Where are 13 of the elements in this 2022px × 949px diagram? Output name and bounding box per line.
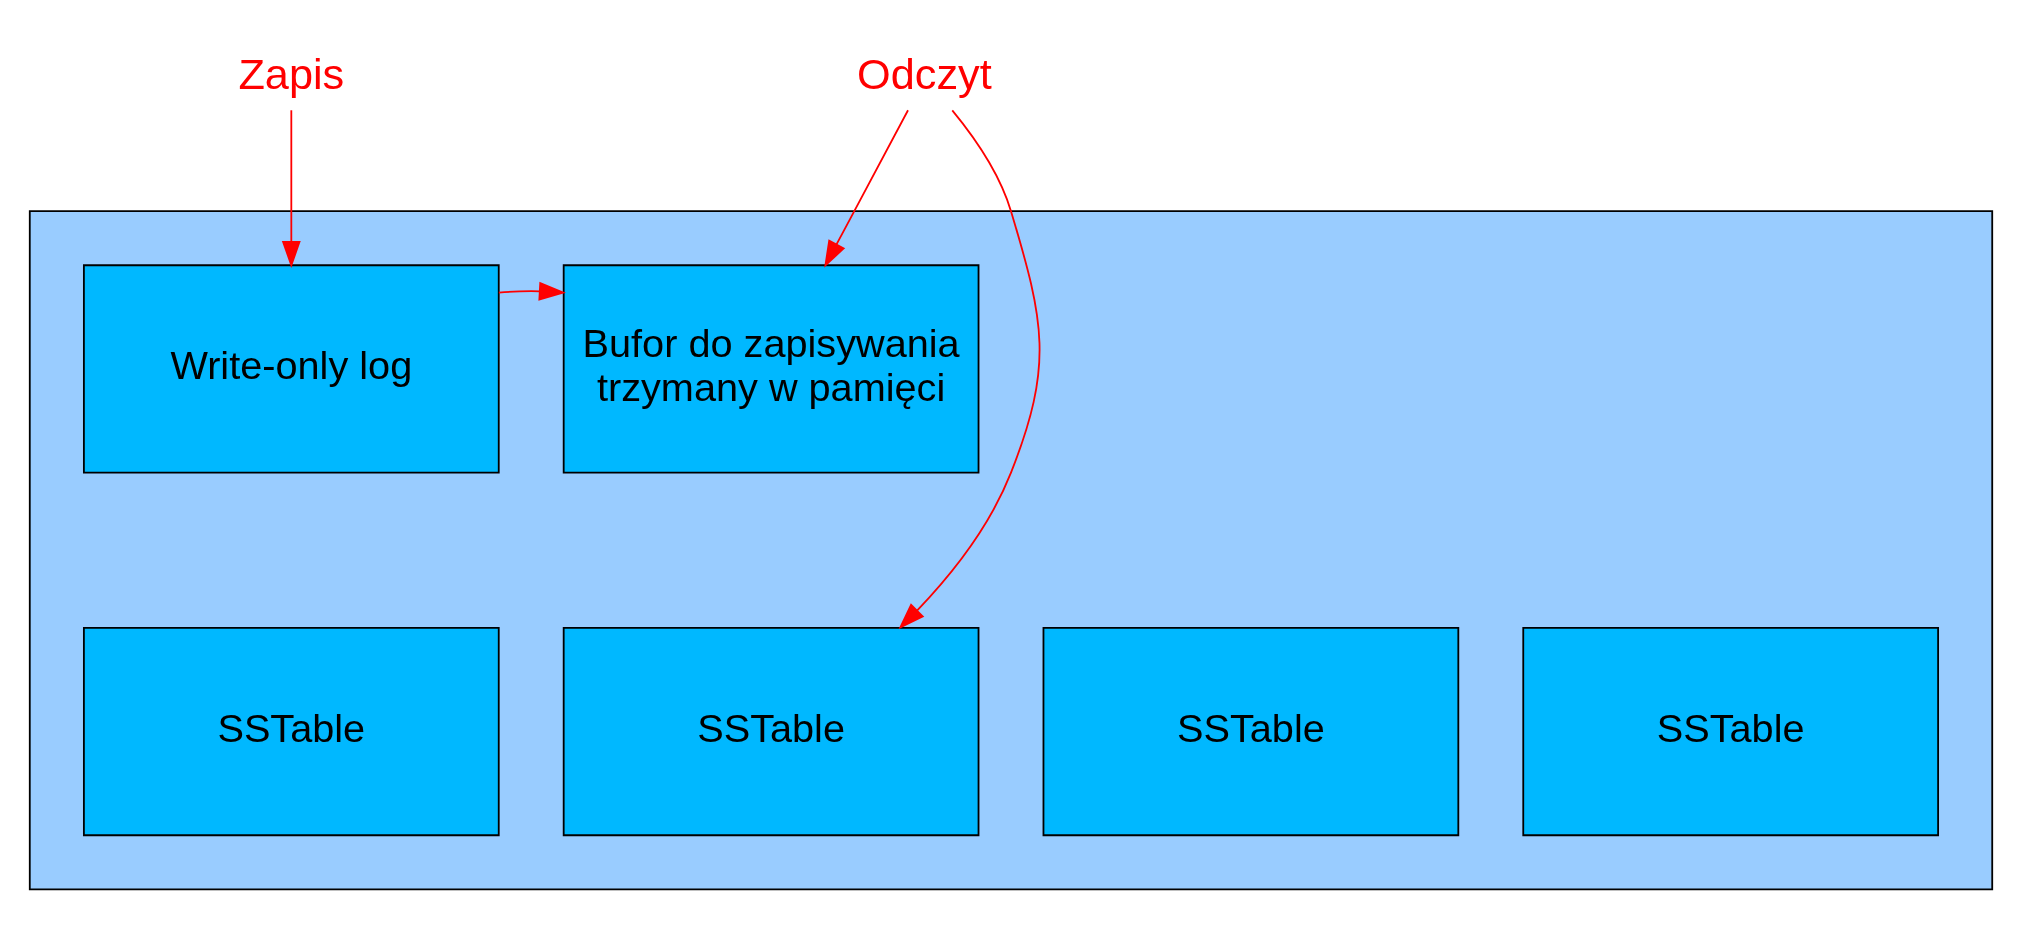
node-box: Write-only log (83, 264, 500, 474)
arrow (824, 109, 909, 268)
node-box: Bufor do zapisywania trzymany w pamięci (562, 264, 980, 474)
node-box: SSTable (1042, 626, 1460, 837)
node-text: Odczyt (857, 49, 992, 98)
node-text: Zapis (238, 49, 345, 98)
node-box: SSTable (562, 626, 980, 837)
node-box: SSTable (1522, 626, 1939, 837)
arrow (898, 109, 1041, 630)
arrow (281, 109, 301, 268)
node-box: SSTable (83, 626, 500, 837)
cluster (28, 210, 1994, 891)
arrow (498, 281, 566, 301)
